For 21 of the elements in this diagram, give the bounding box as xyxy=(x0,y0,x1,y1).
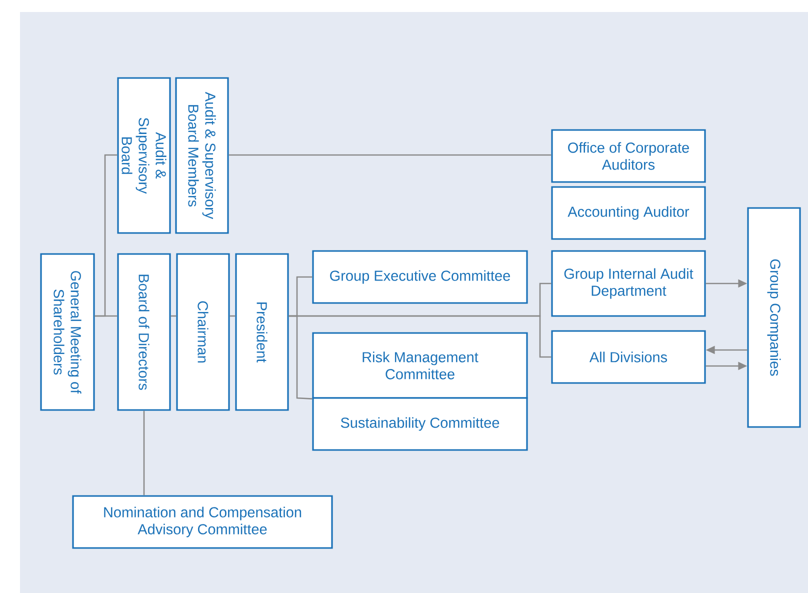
connector-line xyxy=(288,315,552,358)
org-box: Sustainability Committee xyxy=(312,397,528,451)
org-box: Office of Corporate Auditors xyxy=(551,129,706,183)
org-box: Chairman xyxy=(176,253,230,411)
org-box: Risk Management Committee xyxy=(312,332,528,399)
org-box: Group Executive Committee xyxy=(312,250,528,304)
org-box: Accounting Auditor xyxy=(551,186,706,240)
org-box: All Divisions xyxy=(551,330,706,384)
org-box: Audit & Supervisory Board Members xyxy=(175,77,229,234)
org-box: General Meeting of Shareholders xyxy=(40,253,95,411)
org-box: Board of Directors xyxy=(117,253,171,411)
connector-line xyxy=(94,154,118,317)
org-box: Nomination and Compensation Advisory Committee xyxy=(72,495,333,549)
connector-line xyxy=(143,410,145,496)
connector-line xyxy=(228,154,552,156)
org-box: President xyxy=(235,253,289,411)
connector-line xyxy=(230,315,236,317)
org-box: Audit & Supervisory Board xyxy=(117,77,171,234)
org-box: Group Companies xyxy=(747,207,801,428)
org-box: Group Internal Audit Department xyxy=(551,250,706,317)
connector-line xyxy=(170,315,176,317)
